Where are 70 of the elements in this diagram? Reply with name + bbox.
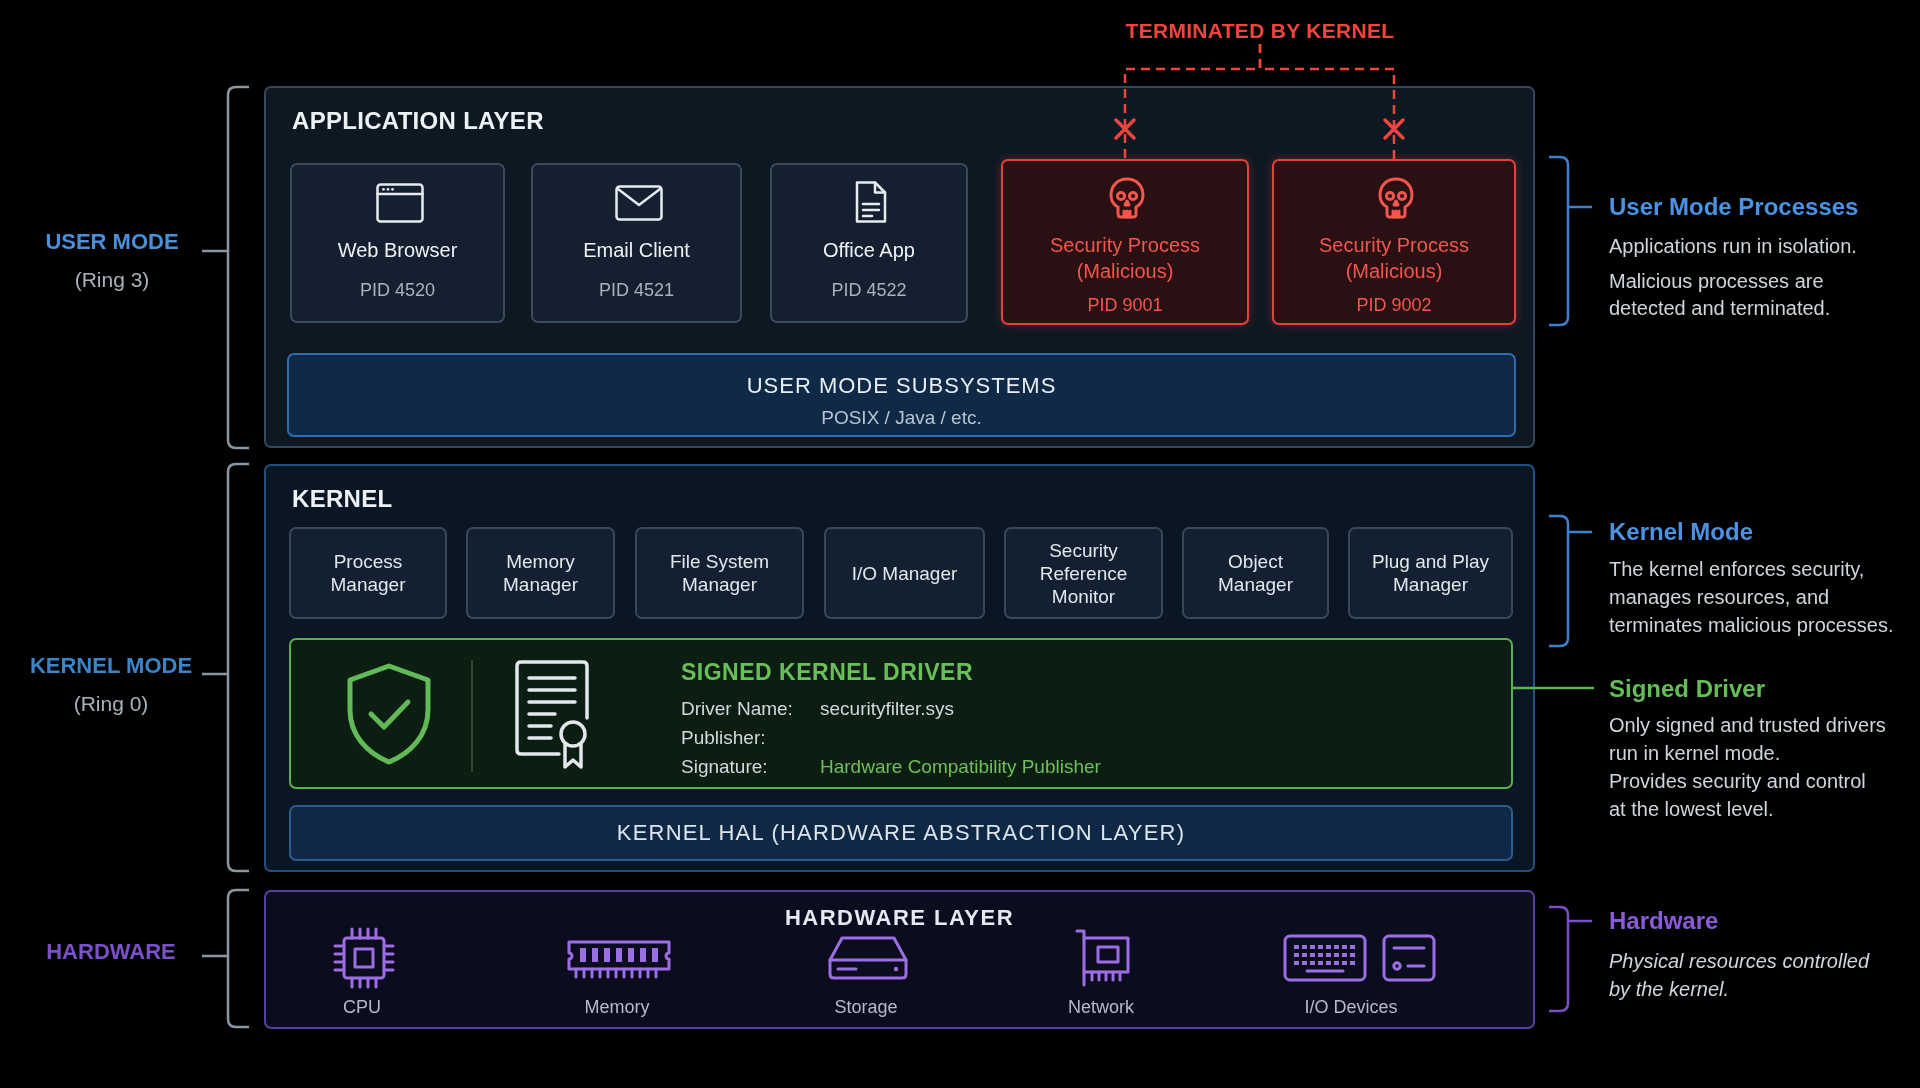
layer-panel xyxy=(264,464,1535,872)
connector-line xyxy=(1513,686,1594,690)
component-name: Memory Manager xyxy=(502,550,579,596)
malicious-process-card xyxy=(1001,159,1249,325)
annotation-title: Signed Driver xyxy=(1609,674,1766,704)
field-label: Driver Name: xyxy=(681,697,793,721)
annotation-title: User Mode Processes xyxy=(1609,192,1859,222)
layer-panel xyxy=(264,890,1535,1029)
hardware-label: Storage xyxy=(834,995,898,1019)
annotation-text: Only signed and trusted drivers run in kernel mode. xyxy=(1609,713,1887,766)
layer-title: HARDWARE LAYER xyxy=(784,904,1015,932)
annotation-title: Hardware xyxy=(1609,906,1719,936)
hardware-label: CPU xyxy=(343,995,381,1019)
annotation-text: Physical resources controlled by the kernel. xyxy=(1609,949,1871,1002)
component-name: Object Manager xyxy=(1217,550,1294,596)
field-label: Signature: xyxy=(681,755,768,779)
process-id: PID 9001 xyxy=(1087,294,1163,317)
field-value: securityfilter.sys xyxy=(820,697,955,721)
subsystem-title: USER MODE SUBSYSTEMS xyxy=(746,372,1057,400)
hardware-label: I/O Devices xyxy=(1304,995,1398,1019)
layer-title: APPLICATION LAYER xyxy=(292,106,544,136)
dashed-connector xyxy=(1258,44,1405,159)
component-box xyxy=(466,527,615,619)
component-box xyxy=(824,527,985,619)
field-label: Publisher: xyxy=(681,726,766,750)
component-box xyxy=(635,527,804,619)
annotation-text: Applications run in isolation. xyxy=(1609,234,1857,259)
subsystem-list: POSIX / Java / etc. xyxy=(821,406,982,430)
process-id: PID 4522 xyxy=(831,279,907,302)
annotation-title: Kernel Mode xyxy=(1609,517,1754,547)
annotation-text: Provides security and control at the lowest level. xyxy=(1609,769,1867,822)
ring-label: (Ring 3) xyxy=(74,266,150,293)
hal-title: KERNEL HAL (HARDWARE ABSTRACTION LAYER) xyxy=(616,819,1186,847)
subsystem-bar xyxy=(287,353,1516,437)
component-box xyxy=(1004,527,1163,619)
ring-label: (Ring 0) xyxy=(73,690,149,717)
process-card xyxy=(290,163,505,323)
process-name: Security Process (Malicious) xyxy=(1048,233,1202,284)
process-name: Email Client xyxy=(583,238,690,263)
process-name: Office App xyxy=(823,238,915,263)
mode-label: USER MODE xyxy=(45,227,179,256)
process-id: PID 9002 xyxy=(1356,294,1432,317)
field-value: Hardware Compatibility Publisher xyxy=(820,755,1101,779)
annotation-text: The kernel enforces security, manages resources, and terminates malicious processes. xyxy=(1609,557,1895,638)
component-box xyxy=(1348,527,1513,619)
hal-bar xyxy=(289,805,1513,861)
layer-title: KERNEL xyxy=(292,484,393,514)
process-id: PID 4521 xyxy=(598,279,675,302)
process-card xyxy=(770,163,968,323)
component-box xyxy=(289,527,447,619)
driver-panel xyxy=(289,638,1513,789)
malicious-process-card xyxy=(1272,159,1516,325)
hardware-label: Memory xyxy=(584,995,650,1019)
component-name: Security Reference Monitor xyxy=(1038,538,1129,608)
component-name: File System Manager xyxy=(668,550,771,596)
annotation-text: Malicious processes are detected and terminated. xyxy=(1609,269,1832,321)
panel-heading: SIGNED KERNEL DRIVER xyxy=(681,658,973,687)
hardware-label: Network xyxy=(1068,995,1134,1019)
mode-label: KERNEL MODE xyxy=(29,651,193,680)
component-name: Plug and Play Manager xyxy=(1370,550,1491,596)
process-name: Security Process (Malicious) xyxy=(1317,233,1471,284)
layer-panel xyxy=(264,86,1535,448)
component-box xyxy=(1182,527,1329,619)
mode-label: HARDWARE xyxy=(46,937,176,966)
component-name: I/O Manager xyxy=(851,561,958,585)
process-card xyxy=(531,163,742,323)
process-name: Web Browser xyxy=(337,238,458,263)
component-name: Process Manager xyxy=(329,550,407,596)
warning-label: TERMINATED BY KERNEL xyxy=(1125,18,1395,44)
process-id: PID 4520 xyxy=(359,279,436,302)
